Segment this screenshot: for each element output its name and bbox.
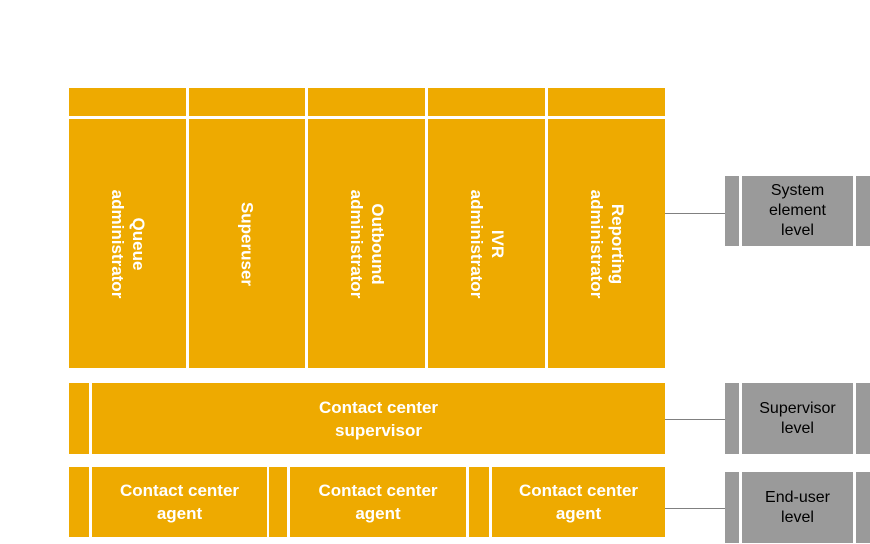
- role-header-cell: [69, 88, 186, 116]
- agent-box: Contact center agent: [290, 467, 466, 537]
- role-label: IVR administrator: [466, 189, 507, 298]
- role-header-cell: [428, 88, 545, 116]
- level-tag-box: Supervisor level: [742, 383, 853, 454]
- agent-side-tab: [269, 467, 287, 537]
- role-superuser: Superuser: [189, 119, 305, 368]
- level-tag-edge: [725, 383, 739, 454]
- level-tag-edge: [856, 472, 870, 543]
- supervisor-side-tab: [69, 383, 89, 454]
- supervisor-box: Contact center supervisor: [92, 383, 665, 454]
- level-tag-edge: [856, 383, 870, 454]
- level-label: System element level: [769, 182, 826, 239]
- role-header-cell: [548, 88, 665, 116]
- role-label: Outbound administrator: [346, 189, 387, 298]
- level-tag-box: End-user level: [742, 472, 853, 543]
- level-label: End-user level: [765, 488, 830, 526]
- agent-box: Contact center agent: [492, 467, 665, 537]
- level-label: Supervisor level: [759, 399, 836, 437]
- agent-label: Contact center agent: [518, 481, 639, 523]
- role-queue-administrator: Queue administrator: [69, 119, 186, 368]
- role-outbound-administrator: Outbound administrator: [308, 119, 425, 368]
- level-tag-edge: [856, 176, 870, 246]
- connector-system-level: [665, 213, 725, 214]
- agent-label: Contact center agent: [119, 481, 240, 523]
- agent-side-tab: [69, 467, 89, 537]
- connector-supervisor-level: [665, 419, 725, 420]
- agent-box: Contact center agent: [92, 467, 267, 537]
- level-tag-edge: [725, 472, 739, 543]
- role-label: Superuser: [237, 201, 257, 286]
- supervisor-label: Contact center supervisor: [318, 397, 439, 440]
- role-label: Reporting administrator: [586, 189, 627, 298]
- level-tag-box: System element level: [742, 176, 853, 246]
- agent-side-tab: [469, 467, 489, 537]
- role-reporting-administrator: Reporting administrator: [548, 119, 665, 368]
- role-label: Queue administrator: [107, 189, 148, 298]
- role-ivr-administrator: IVR administrator: [428, 119, 545, 368]
- connector-end-user-level: [665, 508, 725, 509]
- role-header-cell: [189, 88, 305, 116]
- level-tag-edge: [725, 176, 739, 246]
- role-header-cell: [308, 88, 425, 116]
- agent-label: Contact center agent: [318, 481, 438, 523]
